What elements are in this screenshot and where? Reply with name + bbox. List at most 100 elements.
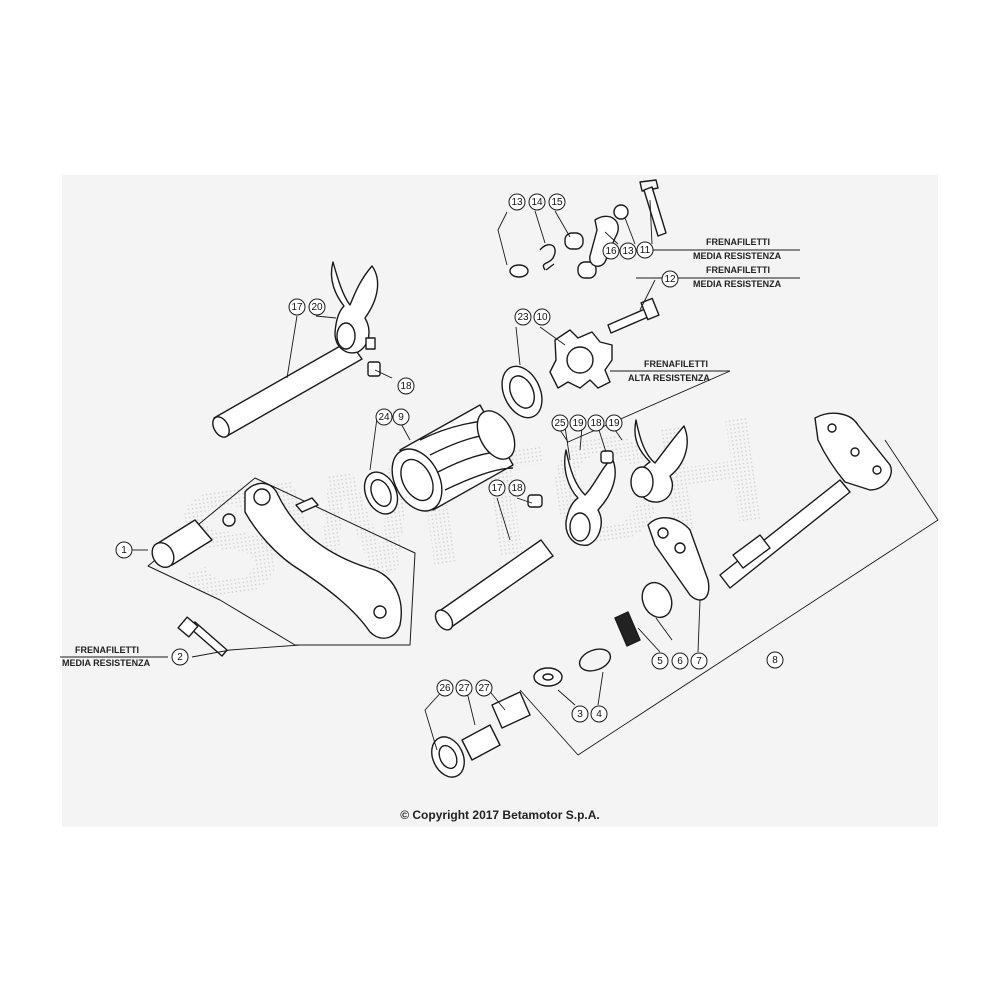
callout-c18b: 18 xyxy=(508,479,526,497)
svg-text:FRENAFILETTI: FRENAFILETTI xyxy=(706,265,770,275)
callout-number: 10 xyxy=(536,312,548,323)
shift-cam-star xyxy=(549,329,613,389)
svg-text:MEDIA RESISTENZA: MEDIA RESISTENZA xyxy=(62,658,151,668)
callout-circle xyxy=(587,414,605,432)
callout-c8: 8 xyxy=(766,651,784,669)
callout-c12: 12 xyxy=(661,270,679,288)
callout-c10: 10 xyxy=(533,308,551,326)
note-n25: FRENAFILETTI ALTA RESISTENZA xyxy=(628,359,710,383)
bolt-2 xyxy=(177,616,228,657)
svg-text:MEDIA RESISTENZA: MEDIA RESISTENZA xyxy=(693,279,782,289)
bearing-24 xyxy=(363,471,399,515)
callout-circle xyxy=(392,408,410,426)
callout-c25: 25 xyxy=(551,414,569,432)
svg-text:FRENAFILETTI: FRENAFILETTI xyxy=(706,237,770,247)
gear-lever xyxy=(244,482,402,639)
copyright-text: © Copyright 2017 Betamotor S.p.A. xyxy=(400,808,600,822)
callout-circle xyxy=(651,652,669,670)
callout-number: 4 xyxy=(596,709,602,720)
callout-c27a: 27 xyxy=(455,679,473,697)
callout-number: 19 xyxy=(572,418,584,429)
callout-c18c: 18 xyxy=(587,414,605,432)
callout-circle xyxy=(397,377,415,395)
callout-c6: 6 xyxy=(671,652,689,670)
callout-number: 3 xyxy=(577,709,583,720)
callout-c11: 11 xyxy=(636,241,654,259)
callout-number: 1 xyxy=(121,545,127,556)
callout-c17b: 17 xyxy=(488,479,506,497)
callout-circle xyxy=(508,479,526,497)
callout-number: 9 xyxy=(398,412,404,423)
callout-number: 27 xyxy=(478,683,490,694)
callout-circle xyxy=(488,479,506,497)
callout-circle xyxy=(602,242,620,260)
callout-number: 18 xyxy=(511,483,523,494)
callout-c15: 15 xyxy=(548,193,566,211)
callout-number: 16 xyxy=(605,246,617,257)
callout-c19b: 19 xyxy=(605,414,623,432)
callout-number: 26 xyxy=(439,683,451,694)
svg-text:FRENAFILETTI: FRENAFILETTI xyxy=(75,645,139,655)
bearing-23 xyxy=(501,365,543,419)
callout-circle xyxy=(508,193,526,211)
return-spring-parts xyxy=(533,581,673,687)
callout-c14: 14 xyxy=(528,193,546,211)
callout-number: 12 xyxy=(664,274,676,285)
selector-shaft xyxy=(719,412,892,589)
callout-number: 13 xyxy=(622,246,634,257)
callout-c16: 16 xyxy=(602,242,620,260)
callout-circle xyxy=(548,193,566,211)
shift-rod-upper xyxy=(212,340,363,438)
callout-number: 27 xyxy=(458,683,470,694)
shift-fork-lower-left xyxy=(527,449,616,546)
callout-circle xyxy=(636,241,654,259)
callout-circle xyxy=(375,408,393,426)
callout-number: 6 xyxy=(677,656,683,667)
callout-circle xyxy=(308,298,326,316)
note-n2: FRENAFILETTI MEDIA RESISTENZA xyxy=(62,645,151,668)
note-n11: FRENAFILETTI MEDIA RESISTENZA xyxy=(693,237,782,261)
callout-circle xyxy=(690,652,708,670)
callout-circle xyxy=(475,679,493,697)
callout-circle xyxy=(569,414,587,432)
callout-circle xyxy=(766,651,784,669)
callout-circle xyxy=(436,679,454,697)
svg-text:MEDIA RESISTENZA: MEDIA RESISTENZA xyxy=(693,251,782,261)
callout-c19a: 19 xyxy=(569,414,587,432)
callout-c24: 24 xyxy=(375,408,393,426)
callout-circle xyxy=(551,414,569,432)
callout-c27b: 27 xyxy=(475,679,493,697)
svg-text:ALTA RESISTENZA: ALTA RESISTENZA xyxy=(628,373,710,383)
callout-circle xyxy=(661,270,679,288)
selector-linkage xyxy=(509,179,667,279)
callout-circle xyxy=(671,652,689,670)
callout-number: 25 xyxy=(554,418,566,429)
callout-number: 14 xyxy=(531,197,543,208)
callout-number: 24 xyxy=(378,412,390,423)
shift-drum xyxy=(391,404,516,512)
callout-number: 18 xyxy=(590,418,602,429)
callout-circle xyxy=(528,193,546,211)
callout-number: 8 xyxy=(772,655,778,666)
callout-number: 20 xyxy=(311,302,323,313)
callout-c7: 7 xyxy=(690,652,708,670)
callout-number: 7 xyxy=(696,656,702,667)
callout-c5: 5 xyxy=(651,652,669,670)
callout-c18a: 18 xyxy=(397,377,415,395)
callout-c13a: 13 xyxy=(508,193,526,211)
callout-circle xyxy=(571,705,589,723)
callout-number: 5 xyxy=(657,656,663,667)
shift-fork-upper xyxy=(330,261,381,377)
callout-number: 18 xyxy=(400,381,412,392)
lever-tip-rubber xyxy=(151,513,236,569)
callout-c1: 1 xyxy=(115,541,133,559)
callout-c9: 9 xyxy=(392,408,410,426)
svg-text:FRENAFILETTI: FRENAFILETTI xyxy=(644,359,708,369)
note-underlines xyxy=(60,249,800,658)
callout-c17a: 17 xyxy=(288,298,306,316)
callout-c2: 2 xyxy=(171,648,189,666)
callout-number: 19 xyxy=(608,418,620,429)
callout-circle xyxy=(590,705,608,723)
